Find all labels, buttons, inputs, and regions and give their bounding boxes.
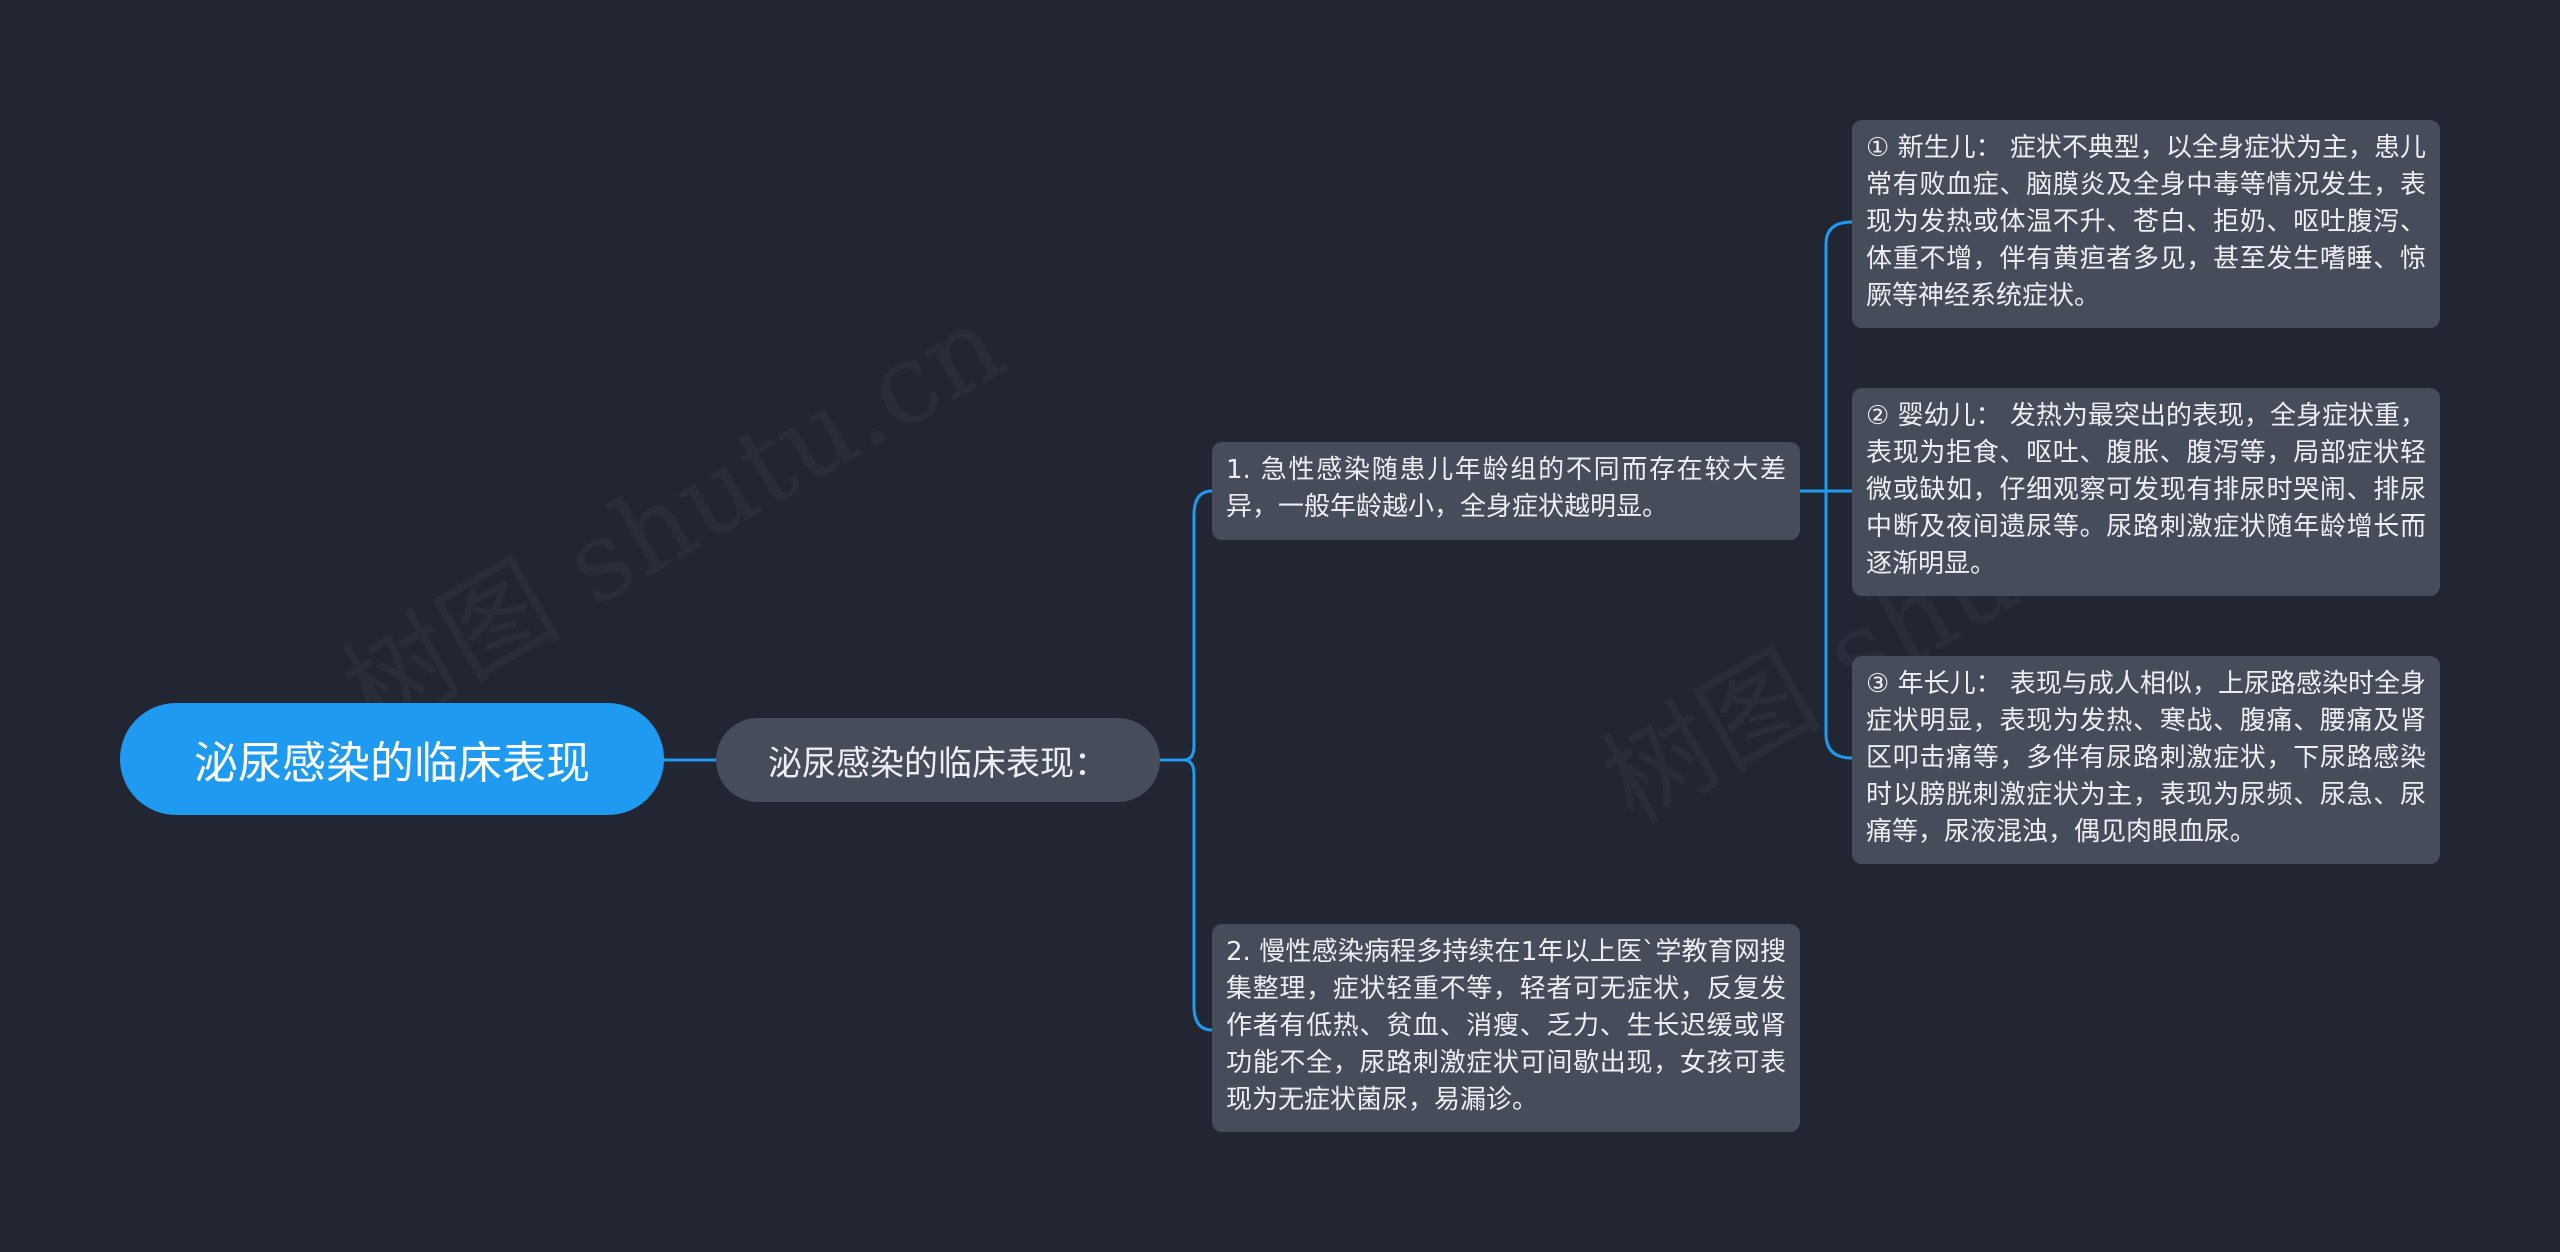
branch-text: 2. 慢性感染病程多持续在1年以上医`学教育网搜集整理，症状轻重不等，轻者可无症… [1226,937,1786,1115]
connector-topic-branch-2 [1182,758,1214,1032]
topic-label: 泌尿感染的临床表现： [768,743,1108,784]
connector-branch1-child-1 [1824,220,1854,493]
leaf-text: ② 婴幼儿： 发热为最突出的表现，全身症状重，表现为拒食、呕吐、腹胀、腹泻等，局… [1866,401,2426,579]
leaf-node-older-child[interactable]: ③ 年长儿： 表现与成人相似，上尿路感染时全身症状明显，表现为发热、寒战、腹痛、… [1852,656,2440,864]
root-node[interactable]: 泌尿感染的临床表现 [120,703,664,815]
connector-branch1-child-3 [1824,489,1854,760]
branch-node-acute[interactable]: 1. 急性感染随患儿年龄组的不同而存在较大差异，一般年龄越小，全身症状越明显。 [1212,442,1800,540]
leaf-node-infant[interactable]: ② 婴幼儿： 发热为最突出的表现，全身症状重，表现为拒食、呕吐、腹胀、腹泻等，局… [1852,388,2440,596]
leaf-text: ① 新生儿： 症状不典型，以全身症状为主，患儿常有败血症、脑膜炎及全身中毒等情况… [1866,133,2426,311]
root-label: 泌尿感染的临床表现 [194,738,590,789]
branch-node-chronic[interactable]: 2. 慢性感染病程多持续在1年以上医`学教育网搜集整理，症状轻重不等，轻者可无症… [1212,924,1800,1132]
leaf-text: ③ 年长儿： 表现与成人相似，上尿路感染时全身症状明显，表现为发热、寒战、腹痛、… [1866,669,2426,847]
connector-topic-branch-1 [1158,489,1214,762]
branch-text: 1. 急性感染随患儿年龄组的不同而存在较大差异，一般年龄越小，全身症状越明显。 [1226,455,1786,522]
topic-node[interactable]: 泌尿感染的临床表现： [716,718,1160,802]
leaf-node-newborn[interactable]: ① 新生儿： 症状不典型，以全身症状为主，患儿常有败血症、脑膜炎及全身中毒等情况… [1852,120,2440,328]
